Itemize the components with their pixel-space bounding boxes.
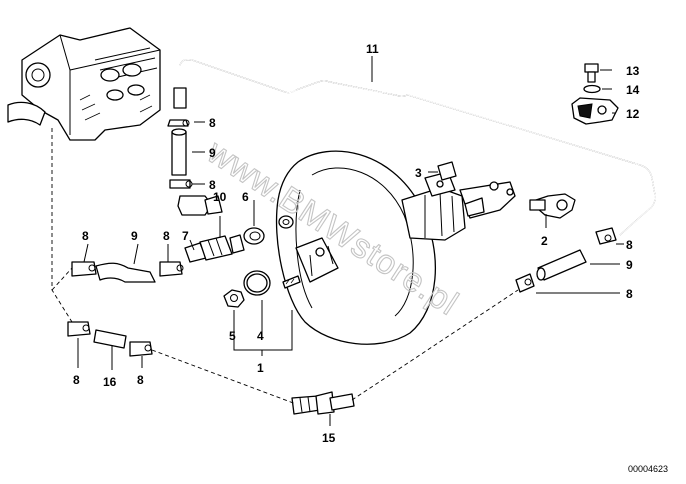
callout-9-right: 9: [626, 258, 633, 272]
callout-4: 4: [257, 329, 264, 343]
brake-booster: [275, 150, 516, 345]
callout-6: 6: [242, 190, 249, 204]
callout-8-mid: 8: [209, 178, 216, 192]
callout-13: 13: [626, 64, 640, 78]
seal-ring: [278, 215, 294, 229]
callout-8-left2: 8: [163, 229, 170, 243]
grommet-6: [243, 227, 265, 245]
part-12-13-14-clamp: [571, 63, 619, 125]
vacuum-line: [173, 59, 656, 236]
hose-9-right: [515, 227, 617, 293]
intake-manifold: [7, 27, 161, 141]
hose-9-upper: [167, 119, 223, 216]
callout-15: 15: [322, 431, 336, 445]
callout-11: 11: [366, 42, 379, 56]
callout-8-top: 8: [209, 116, 216, 130]
check-valve-7: [184, 234, 245, 263]
callout-12: 12: [626, 107, 640, 121]
callout-5: 5: [229, 329, 236, 343]
callout-8-right-top: 8: [626, 238, 633, 252]
elbow-connector-15: [291, 391, 355, 415]
connection-line-lower-right: [351, 289, 519, 401]
hose-16: [67, 321, 153, 357]
callout-8-bottom: 8: [137, 373, 144, 387]
hose-9-lower-left: [71, 261, 184, 283]
callout-3: 3: [415, 166, 422, 180]
part-3-bracket: [437, 161, 457, 181]
nut-5: [223, 289, 245, 308]
manifold-branch-line: [51, 267, 73, 291]
callout-2: 2: [541, 234, 548, 248]
callout-labels: 11 13 14 12 8 9 8 6 10 3 7 8 9 8 2 8 9 8…: [73, 42, 640, 445]
callout-9-top: 9: [209, 146, 216, 160]
o-ring-4: [243, 270, 271, 296]
callout-16: 16: [103, 375, 117, 389]
callout-8-bottom-left: 8: [73, 373, 80, 387]
callout-1: 1: [257, 361, 264, 375]
callout-7: 7: [182, 229, 189, 243]
manifold-connection-line: [51, 128, 73, 323]
connection-line-lower-left: [151, 349, 297, 405]
callout-leaders: [77, 56, 624, 426]
callout-9-left: 9: [131, 229, 138, 243]
callout-10: 10: [213, 190, 227, 204]
callout-8-right: 8: [626, 287, 633, 301]
reference-number: 00004623: [628, 464, 668, 474]
callout-8-left: 8: [82, 229, 89, 243]
part-2-clevis: [529, 193, 576, 219]
callout-14: 14: [626, 83, 640, 97]
